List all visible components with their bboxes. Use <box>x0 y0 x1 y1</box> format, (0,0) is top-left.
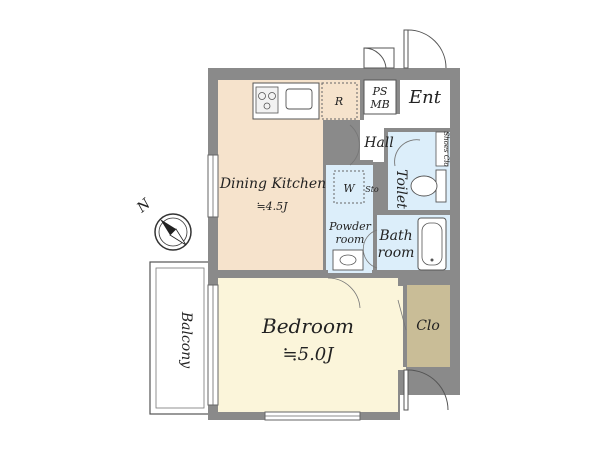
bedroom-floor-lower <box>262 370 398 412</box>
bathtub <box>417 217 447 271</box>
compass-needle-south <box>169 228 187 246</box>
shoe-closet-label: Shoes Clo <box>442 131 450 166</box>
kitchen-counter-area <box>323 80 360 120</box>
closet-door-swing <box>397 299 407 331</box>
dining-kitchen-label: Dining Kitchen <box>219 176 326 192</box>
bath-room-label-line2: room <box>378 245 415 261</box>
balcony: Balcony <box>149 261 211 415</box>
washer-label: W <box>343 182 356 195</box>
closet-label: Clo <box>416 318 440 334</box>
bedroom-door-swing <box>327 277 361 309</box>
refrigerator-label: R <box>334 95 343 108</box>
powder-room-label-line2: room <box>336 233 365 246</box>
balcony-label: Balcony <box>178 311 194 369</box>
ps-mb-box: PS MB <box>363 79 397 115</box>
mb-label: MB <box>369 98 389 111</box>
entrance-floor <box>400 80 450 114</box>
bath-room-label-line1: Bath <box>378 228 412 244</box>
bath-door-swing <box>362 229 378 269</box>
entrance-label: Ent <box>408 87 442 108</box>
closet-floor <box>406 285 450 367</box>
kitchen-counter <box>252 82 320 120</box>
shoe-closet: Shoes Clo <box>435 131 450 167</box>
dining-kitchen-size: ≒4.5J <box>256 200 288 213</box>
toilet-label: Toilet <box>393 169 409 209</box>
hall-door-swing <box>349 124 421 167</box>
washer-space: W <box>333 170 365 204</box>
hall-label: Hall <box>363 135 394 151</box>
refrigerator-space: R <box>321 82 358 120</box>
washbasin <box>332 249 364 271</box>
bedroom-label: Bedroom <box>261 314 354 338</box>
compass: N <box>133 195 192 251</box>
ps-label: PS <box>372 85 388 98</box>
windows <box>207 154 361 421</box>
toilet-fixture <box>410 169 447 203</box>
lower-door <box>403 369 449 411</box>
bedroom-corridor <box>398 278 406 370</box>
powder-room-label-line1: Powder <box>328 220 372 233</box>
compass-needle-north <box>160 219 176 235</box>
entrance-door <box>363 29 447 69</box>
storage-label: Sto <box>365 185 379 194</box>
bedroom-size: ≒5.0J <box>283 344 336 365</box>
compass-north-label: N <box>133 195 154 216</box>
